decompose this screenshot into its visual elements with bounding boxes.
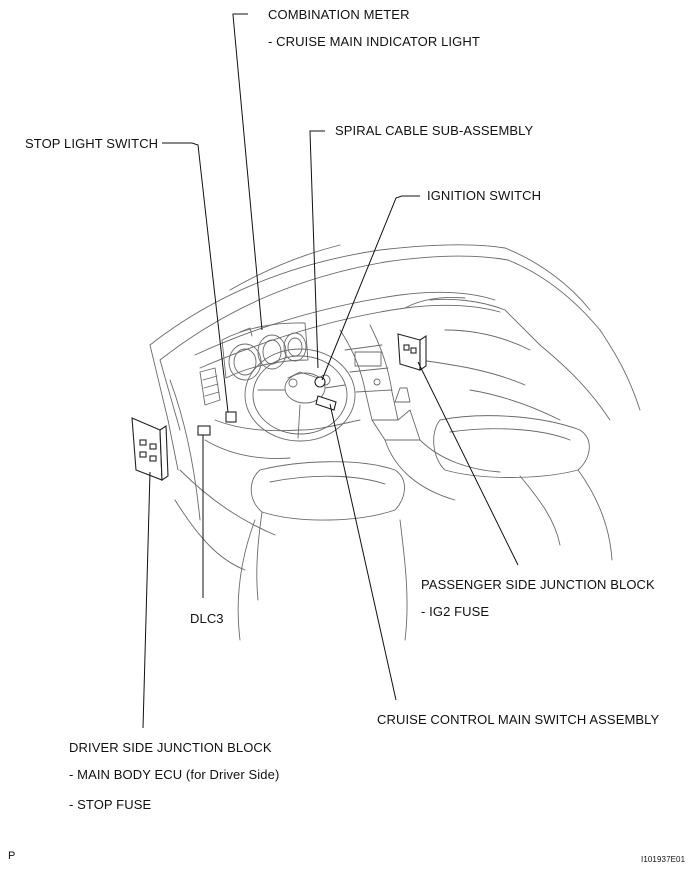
leader-lines [142, 13, 519, 729]
label-main-body-ecu: - MAIN BODY ECU (for Driver Side) [69, 767, 280, 782]
figure-id: I101937E01 [641, 855, 686, 864]
label-driver-junction-block: DRIVER SIDE JUNCTION BLOCK [69, 740, 272, 755]
label-ignition-switch: IGNITION SWITCH [427, 188, 542, 203]
leader-ignition-switch [321, 195, 420, 381]
label-passenger-junction-block: PASSENGER SIDE JUNCTION BLOCK [421, 577, 655, 592]
label-stop-light-switch: STOP LIGHT SWITCH [25, 136, 159, 151]
label-cruise-main-indicator: - CRUISE MAIN INDICATOR LIGHT [268, 34, 480, 49]
label-cruise-main-switch: CRUISE CONTROL MAIN SWITCH ASSEMBLY [377, 712, 660, 727]
label-combination-meter: COMBINATION METER [268, 7, 410, 22]
vehicle-interior-illustration [149, 244, 641, 641]
component-drawings [131, 333, 427, 482]
leader-passenger-junction-block [417, 361, 519, 566]
label-spiral-cable: SPIRAL CABLE SUB-ASSEMBLY [335, 123, 534, 138]
page-mark: P [8, 850, 16, 862]
leader-cruise-main-switch [329, 403, 397, 701]
label-ig2-fuse: - IG2 FUSE [421, 604, 490, 619]
leader-combination-meter [232, 13, 263, 331]
label-stop-fuse: - STOP FUSE [69, 797, 152, 812]
leader-driver-junction-block [142, 471, 151, 729]
leader-spiral-cable [309, 130, 325, 369]
label-dlc3: DLC3 [190, 611, 224, 626]
leader-stop-light-switch [162, 142, 229, 413]
